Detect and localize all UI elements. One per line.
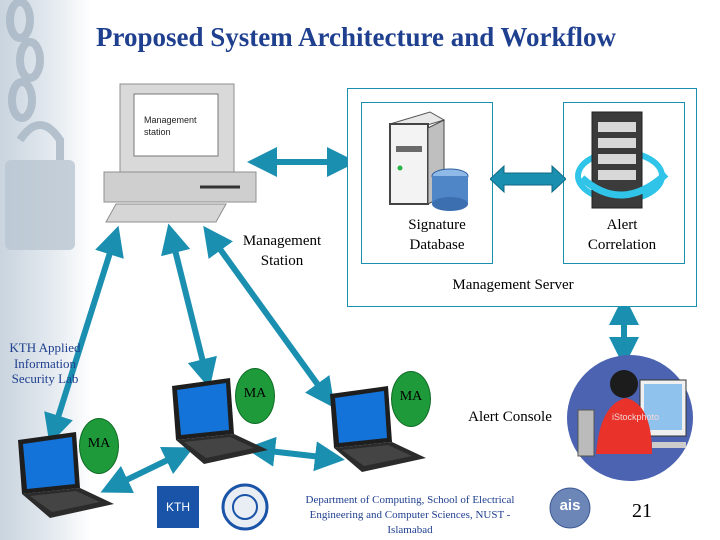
management-station-label: Management Station [242,233,322,269]
kth-logo: KTH [157,486,199,528]
agent2-agent3-arrow [245,436,345,472]
nust-logo [221,483,269,536]
agent-laptop-3 [322,386,432,481]
footer-text: Department of Computing, School of Elect… [305,494,515,536]
agent1-agent2-arrow [100,447,194,493]
management-server-label: Management Server [452,277,574,293]
side-lab-label: KTH Applied Information Security Lab [9,340,81,387]
page-number: 21 [632,500,652,522]
agent-bubble-2: MA [235,368,275,424]
alert-console-label: Alert Console [468,409,552,425]
db-correlation-arrow [490,164,566,194]
alert-correlation-label: Alert Correlation [587,217,657,253]
alert-correlation-server-icon [574,108,674,217]
database-server-icon [384,106,474,219]
page-title: Proposed System Architecture and Workflo… [96,22,617,52]
station-screen-text: Management station [144,115,197,137]
agent-laptop-1 [10,432,120,527]
station-agent1-arrow [44,225,124,445]
console-watermark: iStockphoto [612,412,660,422]
signature-database-label: Signature Database [408,217,466,253]
agent-bubble-3: MA [391,371,431,427]
ais-logo: ais [548,487,592,534]
agent-laptop-2 [164,378,274,473]
station-agent2-arrow [161,223,217,389]
alert-console-image: iStockphoto [566,354,694,487]
agent-bubble-1: MA [79,418,119,474]
management-station-computer: Management station [100,82,260,224]
station-agent3-arrow [203,225,335,409]
